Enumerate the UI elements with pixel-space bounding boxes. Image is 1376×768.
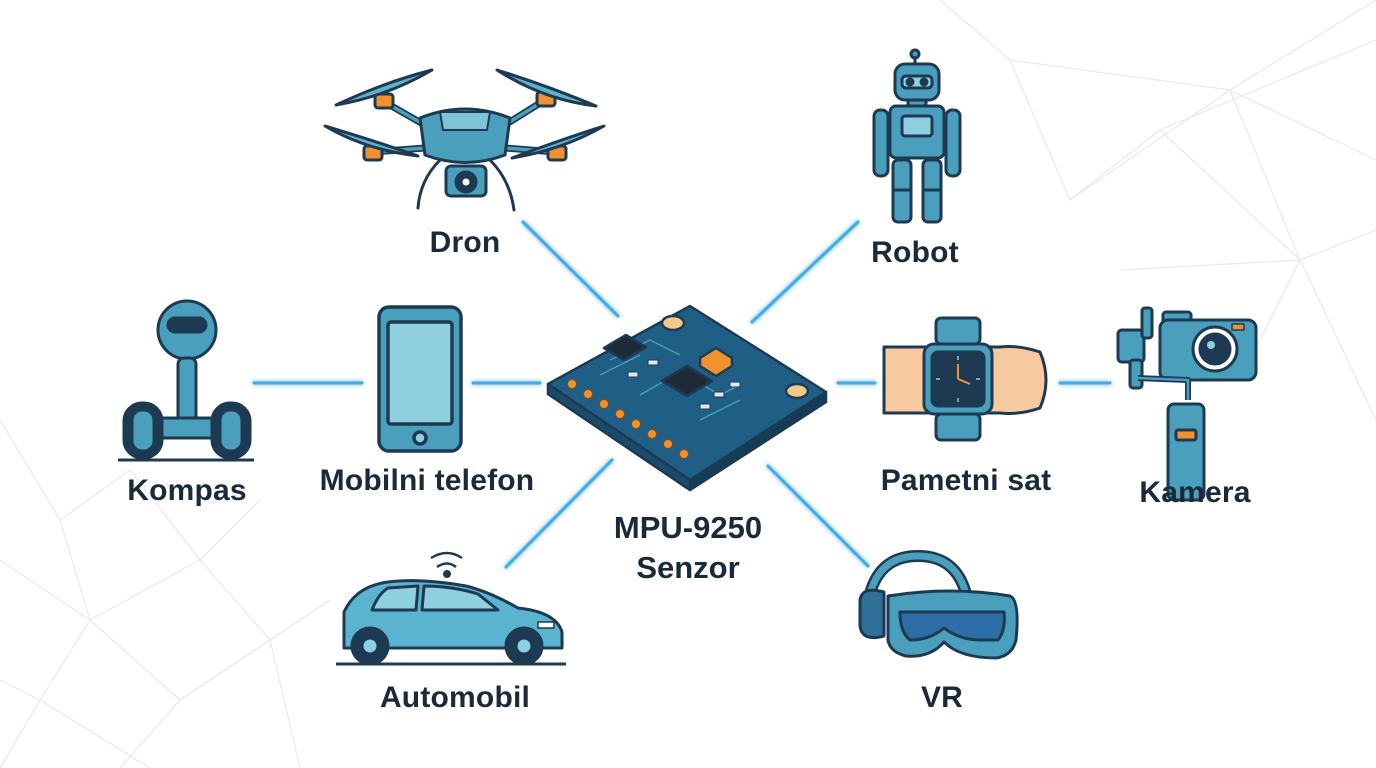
robot-icon [872,48,962,224]
label-mobilni-telefon: Mobilni telefon [319,464,535,497]
connector-robot [750,220,860,324]
connector-vr [766,464,870,568]
connector-dron [521,220,620,318]
label-automobil: Automobil [379,681,531,714]
label-dron: Dron [429,226,501,259]
center-label: MPU-9250 Senzor [614,508,762,588]
drone-icon [323,68,606,212]
center-label-line2: Senzor [636,550,740,585]
segway-icon [118,299,254,462]
label-kompas: Kompas [127,474,247,507]
smartwatch-icon [882,316,1048,442]
connector-automobil [504,458,614,569]
smartphone-icon [377,305,463,453]
center-label-line1: MPU-9250 [613,510,763,545]
label-pametni-sat: Pametni sat [880,464,1052,497]
label-vr: VR [920,681,964,714]
camera-gimbal-icon [1116,306,1258,502]
label-kamera: Kamera [1139,476,1251,509]
label-robot: Robot [871,236,959,269]
vr-headset-icon [858,550,1019,660]
sensor-board-icon [546,304,828,492]
car-icon [336,551,566,666]
connector-lines [252,220,1112,569]
